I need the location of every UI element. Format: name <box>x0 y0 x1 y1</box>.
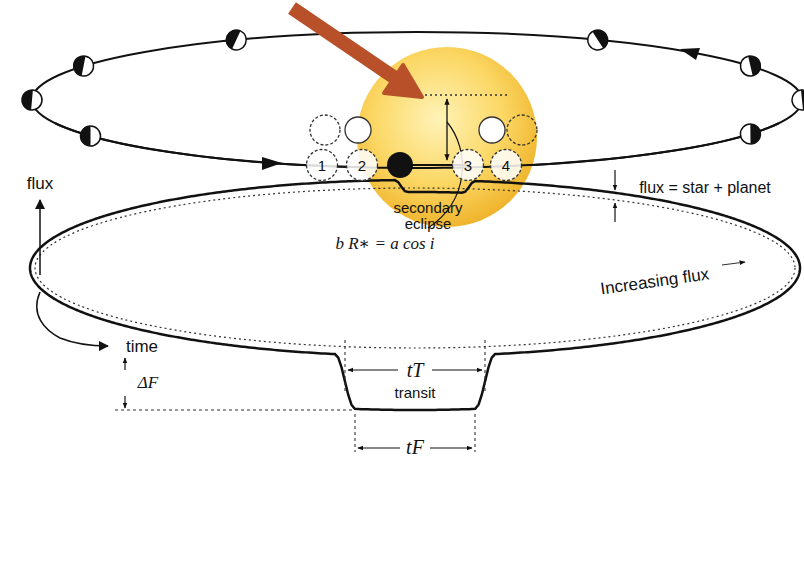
formula-label: b R∗ = a cos i <box>335 235 434 253</box>
callout-number: 2 <box>345 148 379 182</box>
dimension-label: tT <box>407 360 424 381</box>
planet-phases <box>21 26 804 146</box>
axis-label: flux <box>27 175 53 193</box>
pointer-arrow <box>292 8 422 97</box>
callout-number: 3 <box>451 148 485 182</box>
position-marker: 4 <box>489 148 523 182</box>
direction-note: Increasing flux <box>599 266 710 299</box>
callout-number: 1 <box>305 148 339 182</box>
axis-label: time <box>126 338 158 356</box>
flux-note: flux = star + planet <box>639 180 771 197</box>
flux-difference-arrows <box>615 170 616 222</box>
transit-label: transit <box>395 385 436 401</box>
dimension-label: tF <box>406 437 424 458</box>
depth-dimension <box>115 358 352 410</box>
position-marker: 3 <box>451 148 485 182</box>
position-marker: 2 <box>345 148 379 182</box>
orbit-front <box>55 123 779 168</box>
eclipse-label: secondary eclipse <box>388 200 468 232</box>
callout-number: 4 <box>489 148 523 182</box>
impact-parameter-arrow <box>446 99 447 160</box>
increasing-flux-arrow <box>722 262 745 265</box>
time-arrow <box>37 292 108 346</box>
ghost-planets <box>310 115 537 145</box>
position-marker: 1 <box>305 148 339 182</box>
planet <box>387 152 413 178</box>
baseline-ellipse <box>35 188 795 348</box>
flux-axis <box>40 200 41 275</box>
dimension-label: ΔF <box>138 374 158 392</box>
light-curve <box>30 180 800 410</box>
